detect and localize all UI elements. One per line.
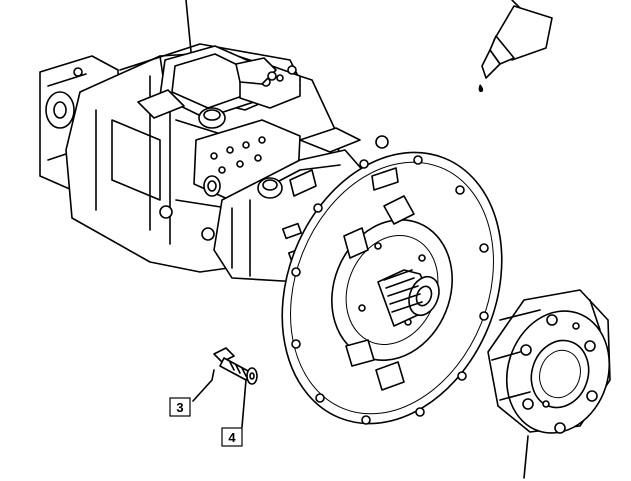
callout-3-label: 3 bbox=[176, 400, 183, 415]
callout-3: 3 bbox=[169, 397, 191, 417]
adhesive-bottle-icon bbox=[478, 5, 553, 92]
flexible-coupling bbox=[487, 289, 611, 434]
valve-ports bbox=[210, 136, 266, 174]
callout-4-label: 4 bbox=[228, 430, 236, 445]
hydraulic-pump bbox=[39, 43, 503, 425]
bolt-part bbox=[213, 347, 251, 381]
leader-lines bbox=[185, 0, 529, 479]
washer-part bbox=[246, 367, 258, 385]
splined-shaft bbox=[377, 269, 440, 327]
callout-4: 4 bbox=[221, 427, 243, 447]
